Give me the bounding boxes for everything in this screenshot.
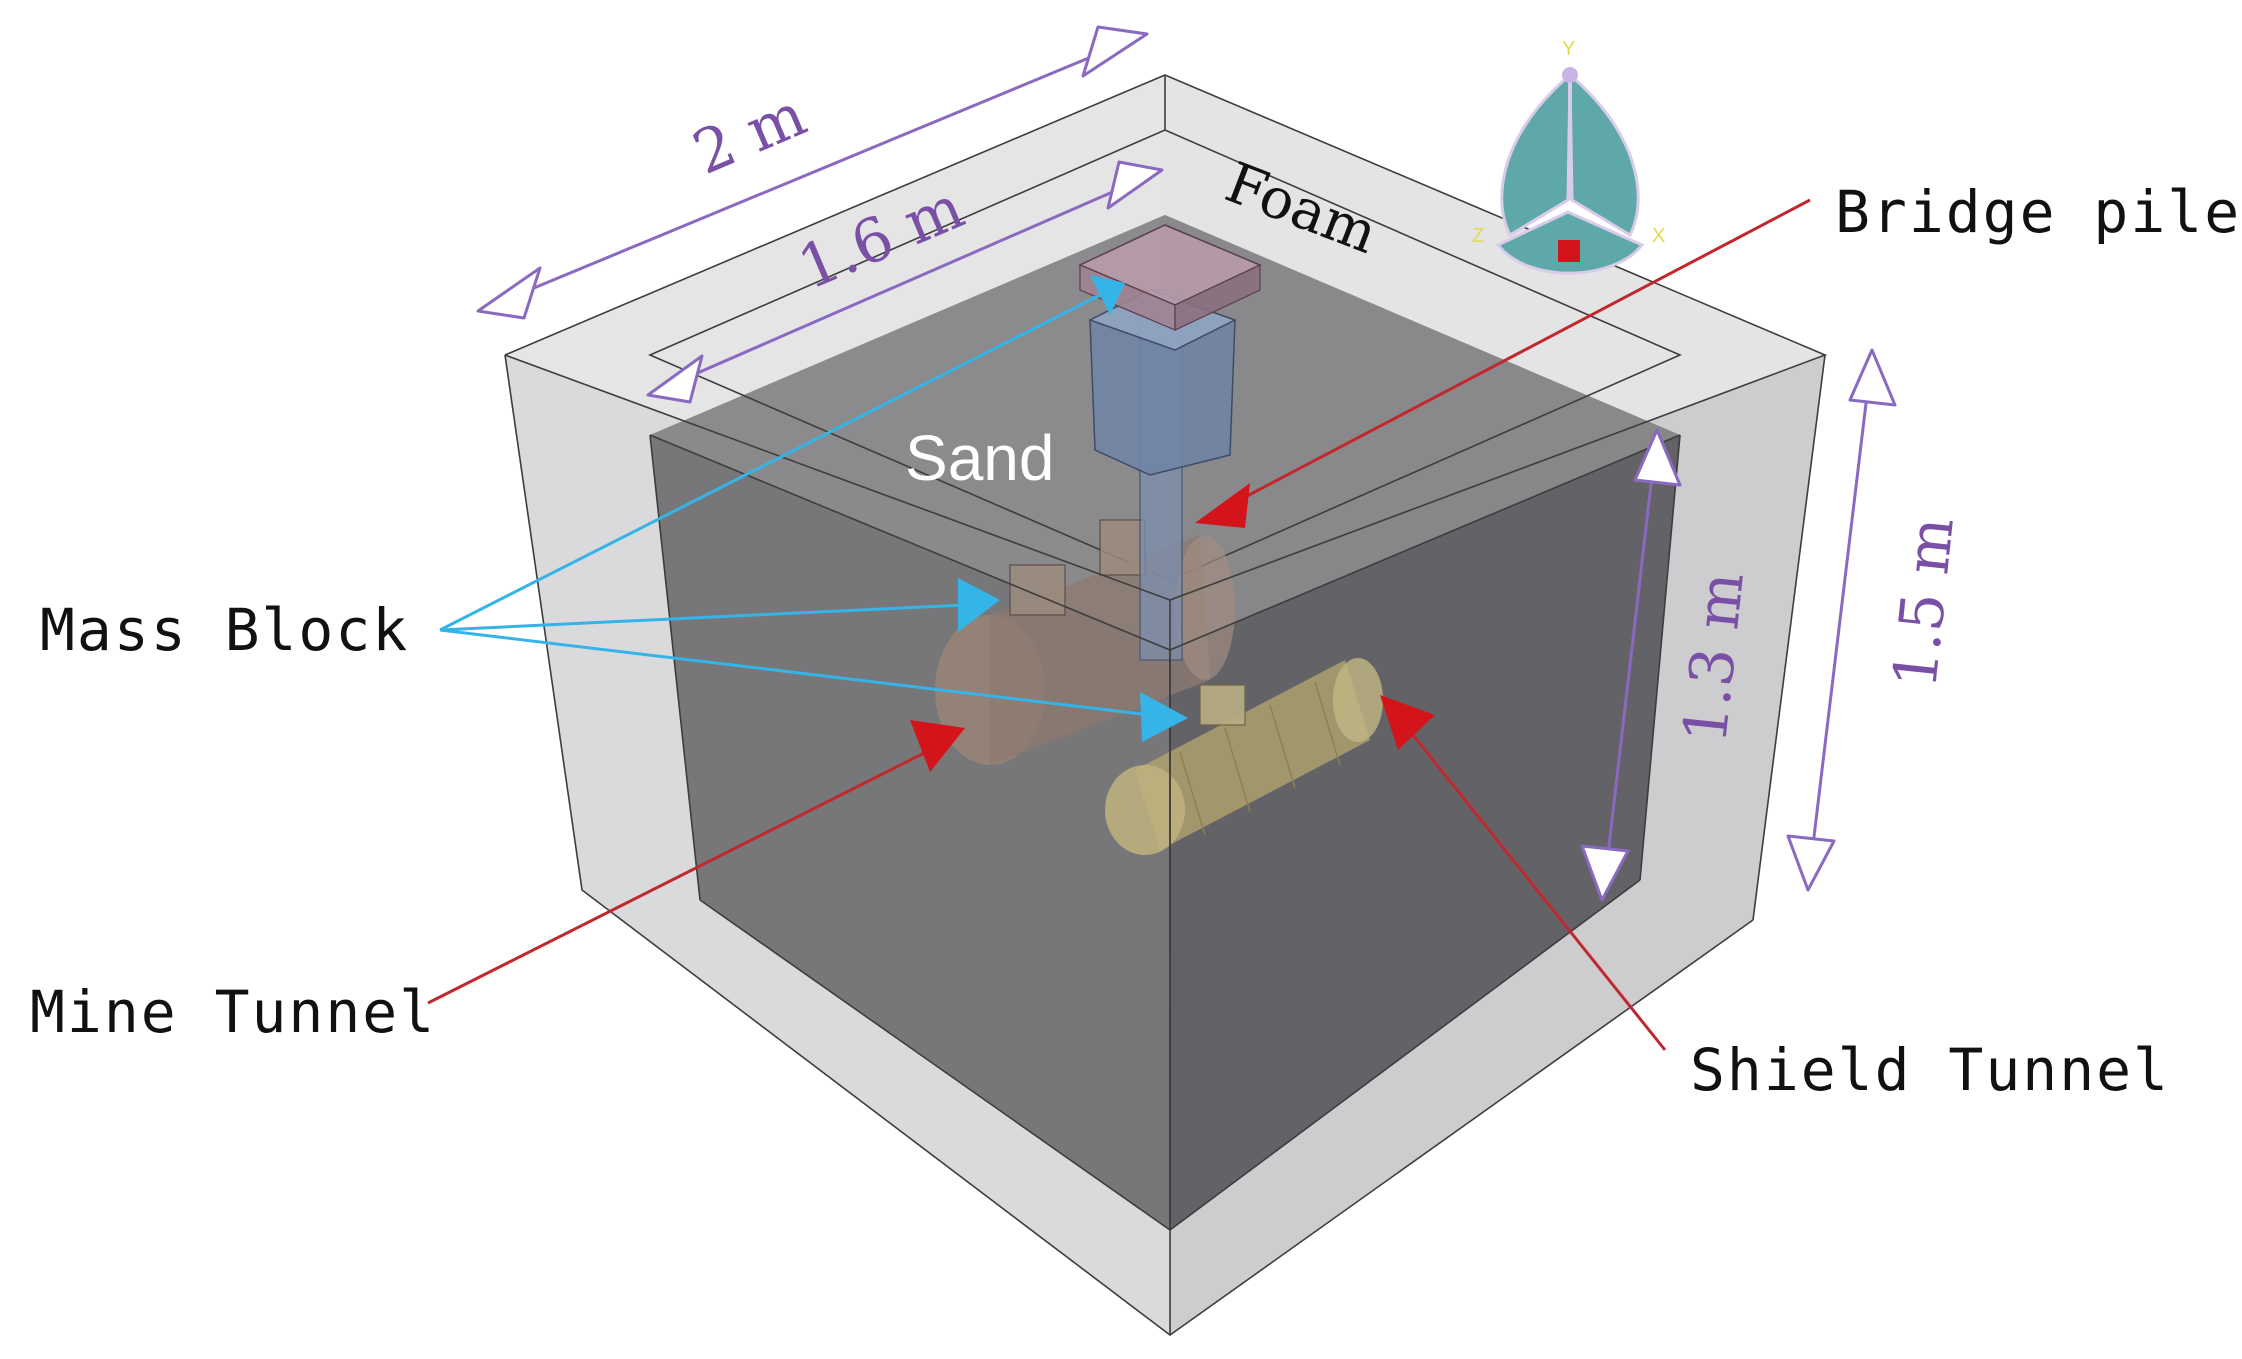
bridge-pile-arrow: [1195, 483, 1250, 528]
inner-bottom-edge: [699, 879, 1641, 1231]
mass-block-leader-bottom: [439, 628, 1151, 717]
outer-width-label: 2 m: [684, 80, 816, 189]
sand-label: Sand: [905, 422, 1054, 494]
outer-width-arrowhead-right: [1081, 25, 1149, 78]
shield-tunnel-leader-line: [1403, 724, 1667, 1051]
triad-origin-marker: [1558, 240, 1580, 262]
bridge-pile-leader-line: [1229, 198, 1811, 507]
shield-ring-4: [1314, 681, 1341, 766]
mine-tunnel-label: Mine Tunnel: [30, 978, 436, 1046]
inner-width-line: [669, 178, 1141, 387]
mine-tunnel-mass-block-top: [1099, 519, 1146, 576]
shield-tunnel-label: Shield Tunnel: [1690, 1036, 2170, 1104]
mine-tunnel-back-cap: [1175, 536, 1235, 680]
inner-height-arrowhead-top: [1633, 428, 1682, 487]
shield-tunnel-leader: [1380, 695, 1667, 1051]
shield-ring-1: [1179, 751, 1206, 836]
shield-tunnel-front-cap: [1105, 765, 1185, 855]
shield-ring-3: [1269, 704, 1296, 789]
inner-vertical-right: [1639, 434, 1681, 881]
shield-tunnel-shell: [1135, 660, 1370, 850]
dimension-arrow-inner-height: [1580, 428, 1682, 902]
mine-tunnel-leader-line: [427, 743, 941, 1005]
orientation-triad: Y Z X: [1472, 38, 1665, 275]
dimension-arrow-outer-width: [476, 25, 1149, 320]
sand-front-right-face: [1170, 435, 1680, 1230]
triad-lobe-right: [1568, 71, 1640, 238]
bridge-pile-body: [1078, 224, 1262, 661]
mass-block-arrow-middle: [958, 578, 1000, 632]
shield-tunnel-mass-block: [1199, 684, 1246, 726]
outer-height-line: [1808, 369, 1872, 871]
inner-height-arrowhead-bottom: [1580, 844, 1630, 902]
outer-height-label: 1.5 m: [1880, 514, 1968, 692]
mass-block-arrow-bottom: [1140, 692, 1188, 742]
shield-tunnel-back-cap: [1333, 658, 1383, 742]
shield-ring-2: [1224, 727, 1251, 813]
triad-lobe-left: [1500, 71, 1572, 238]
axis-label-z: Z: [1472, 225, 1484, 247]
mine-tunnel-arrow: [910, 720, 965, 772]
axis-label-y: Y: [1562, 38, 1575, 60]
shield-tunnel-arrow: [1380, 695, 1435, 750]
mass-block-leader-middle: [439, 603, 966, 632]
dimension-arrow-outer-height: [1786, 348, 1897, 892]
inner-vertical-left: [649, 434, 701, 901]
bridge-pile-leader: [1195, 198, 1811, 528]
inner-height-line: [1603, 449, 1657, 881]
box-edges: [504, 74, 1828, 1336]
inner-width-arrowhead-left: [646, 354, 704, 404]
outer-height-arrowhead-bottom: [1786, 834, 1836, 892]
sand-surface-plane: [647, 129, 1682, 581]
outer-height-arrowhead-top: [1848, 348, 1897, 407]
outer-width-arrowhead-left: [476, 266, 542, 320]
dimension-arrow-inner-width: [646, 160, 1164, 404]
triad-y-knob: [1562, 67, 1578, 83]
mine-tunnel-leader: [427, 720, 965, 1005]
mass-block-leaders: [439, 275, 1188, 742]
mine-tunnel-mass-block: [1009, 564, 1066, 616]
shield-tunnel-body: [1105, 658, 1383, 855]
outer-vertical-left: [504, 354, 583, 891]
mass-block-arrow-top: [1090, 275, 1125, 315]
outer-width-line: [504, 43, 1121, 302]
bridge-pile-label: Bridge pile: [1835, 178, 2241, 246]
outer-vertical-right: [1752, 354, 1826, 921]
inner-width-arrowhead-right: [1106, 160, 1164, 210]
outer-bottom-edge: [581, 889, 1754, 1336]
pile-top-mass-block-side: [1174, 264, 1261, 331]
axis-label-x: X: [1652, 225, 1665, 247]
mass-block-leader-top: [439, 293, 1101, 632]
mass-block-label: Mass Block: [40, 596, 409, 664]
